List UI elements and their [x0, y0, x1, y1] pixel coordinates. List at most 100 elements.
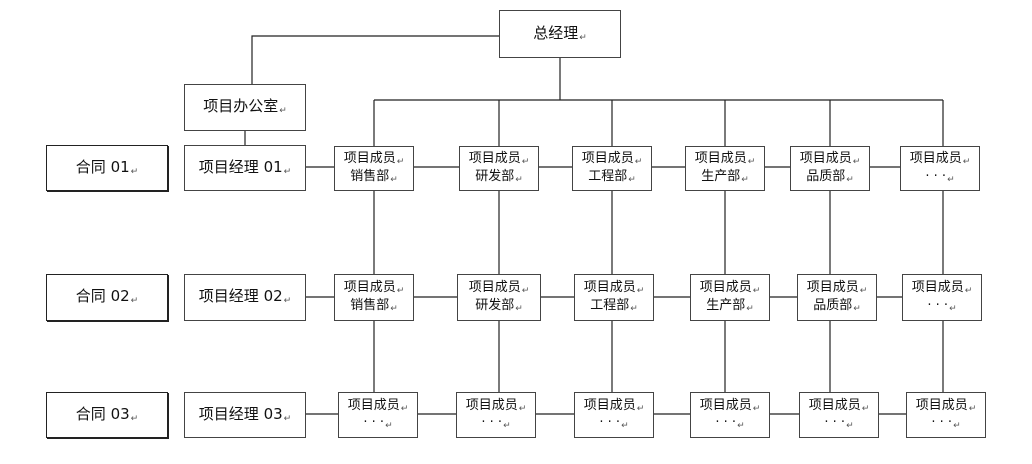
return-mark-icon: ↵ [630, 303, 638, 314]
member-title: 项目成员 [799, 151, 852, 167]
return-mark-icon: ↵ [400, 403, 409, 414]
member-title: 项目成员 [699, 397, 752, 413]
return-mark-icon: ↵ [279, 106, 287, 117]
member-title: 项目成员 [699, 280, 752, 296]
return-mark-icon: ↵ [853, 303, 861, 314]
member-box: 项目成员↵研发部↵ [459, 146, 539, 191]
return-mark-icon: ↵ [737, 421, 745, 431]
project-manager-box-03: 项目经理 03↵ [184, 392, 306, 438]
member-dept: 品质部 [813, 297, 853, 313]
return-mark-icon: ↵ [130, 296, 139, 307]
project-manager-label: 项目经理 03 [198, 404, 283, 423]
member-dept: · · · [824, 415, 846, 430]
member-dept: 生产部 [706, 297, 746, 313]
member-title: 项目成员 [468, 280, 521, 296]
return-mark-icon: ↵ [396, 157, 405, 168]
return-mark-icon: ↵ [515, 174, 523, 185]
member-dept: · · · [927, 297, 949, 313]
return-mark-icon: ↵ [130, 166, 139, 177]
member-title: 项目成员 [465, 397, 518, 413]
member-box: 项目成员↵生产部↵ [690, 274, 770, 321]
member-box: 项目成员↵品质部↵ [797, 274, 877, 321]
project-manager-box-02: 项目经理 02↵ [184, 274, 306, 321]
member-dept: 生产部 [701, 168, 741, 184]
member-dept: · · · [925, 168, 947, 184]
return-mark-icon: ↵ [283, 413, 292, 424]
return-mark-icon: ↵ [283, 166, 292, 177]
return-mark-icon: ↵ [396, 286, 405, 297]
member-title: 项目成员 [583, 280, 636, 296]
general-manager-label: 总经理 [533, 23, 579, 42]
return-mark-icon: ↵ [521, 286, 530, 297]
member-title: 项目成员 [343, 280, 396, 296]
contract-label: 合同 02 [75, 287, 130, 306]
member-dept: 研发部 [475, 297, 515, 313]
return-mark-icon: ↵ [283, 296, 292, 307]
member-box: 项目成员↵· · ·↵ [690, 392, 770, 438]
member-box: 项目成员↵· · ·↵ [900, 146, 980, 191]
member-box: 项目成员↵工程部↵ [574, 274, 654, 321]
member-dept: 销售部 [350, 297, 390, 313]
return-mark-icon: ↵ [964, 286, 973, 297]
member-box: 项目成员↵研发部↵ [457, 274, 541, 321]
return-mark-icon: ↵ [752, 403, 761, 414]
member-dept: 品质部 [806, 168, 846, 184]
return-mark-icon: ↵ [949, 303, 957, 314]
contract-box-03: 合同 03↵ [46, 392, 168, 438]
member-box: 项目成员↵销售部↵ [334, 146, 414, 191]
contract-label: 合同 01 [75, 157, 130, 176]
contract-label: 合同 03 [75, 404, 130, 423]
member-dept: 工程部 [590, 297, 630, 313]
return-mark-icon: ↵ [518, 403, 527, 414]
general-manager-box: 总经理↵ [499, 10, 621, 58]
return-mark-icon: ↵ [741, 174, 749, 185]
return-mark-icon: ↵ [390, 174, 398, 185]
project-manager-label: 项目经理 02 [198, 287, 283, 306]
return-mark-icon: ↵ [852, 157, 861, 168]
return-mark-icon: ↵ [503, 421, 511, 431]
project-office-label: 项目办公室 [203, 97, 279, 116]
return-mark-icon: ↵ [747, 157, 756, 168]
member-box: 项目成员↵· · ·↵ [338, 392, 418, 438]
return-mark-icon: ↵ [947, 174, 955, 185]
member-title: 项目成员 [806, 280, 859, 296]
contract-box-01: 合同 01↵ [46, 145, 168, 191]
return-mark-icon: ↵ [628, 174, 636, 185]
member-box: 项目成员↵工程部↵ [572, 146, 652, 191]
member-box: 项目成员↵· · ·↵ [906, 392, 986, 438]
member-title: 项目成员 [915, 397, 968, 413]
return-mark-icon: ↵ [385, 421, 393, 431]
member-box: 项目成员↵· · ·↵ [799, 392, 879, 438]
return-mark-icon: ↵ [521, 157, 530, 168]
member-dept: 研发部 [475, 168, 515, 184]
member-dept: · · · [715, 415, 737, 430]
project-office-box: 项目办公室↵ [184, 84, 306, 131]
member-title: 项目成员 [808, 397, 861, 413]
return-mark-icon: ↵ [634, 157, 643, 168]
member-box: 项目成员↵生产部↵ [685, 146, 765, 191]
member-title: 项目成员 [468, 151, 521, 167]
member-title: 项目成员 [581, 151, 634, 167]
return-mark-icon: ↵ [636, 403, 645, 414]
contract-box-02: 合同 02↵ [46, 274, 168, 321]
return-mark-icon: ↵ [962, 157, 971, 168]
member-box: 项目成员↵销售部↵ [334, 274, 414, 321]
member-box: 项目成员↵· · ·↵ [456, 392, 536, 438]
return-mark-icon: ↵ [621, 421, 629, 431]
member-title: 项目成员 [583, 397, 636, 413]
return-mark-icon: ↵ [636, 286, 645, 297]
return-mark-icon: ↵ [953, 421, 961, 431]
return-mark-icon: ↵ [859, 286, 868, 297]
member-title: 项目成员 [347, 397, 400, 413]
return-mark-icon: ↵ [515, 303, 523, 314]
return-mark-icon: ↵ [579, 32, 587, 43]
member-title: 项目成员 [909, 151, 962, 167]
return-mark-icon: ↵ [130, 413, 139, 424]
member-box: 项目成员↵品质部↵ [790, 146, 870, 191]
member-dept: · · · [931, 415, 953, 430]
member-dept: · · · [363, 415, 385, 430]
return-mark-icon: ↵ [846, 174, 854, 185]
return-mark-icon: ↵ [752, 286, 761, 297]
return-mark-icon: ↵ [390, 303, 398, 314]
member-dept: · · · [599, 415, 621, 430]
